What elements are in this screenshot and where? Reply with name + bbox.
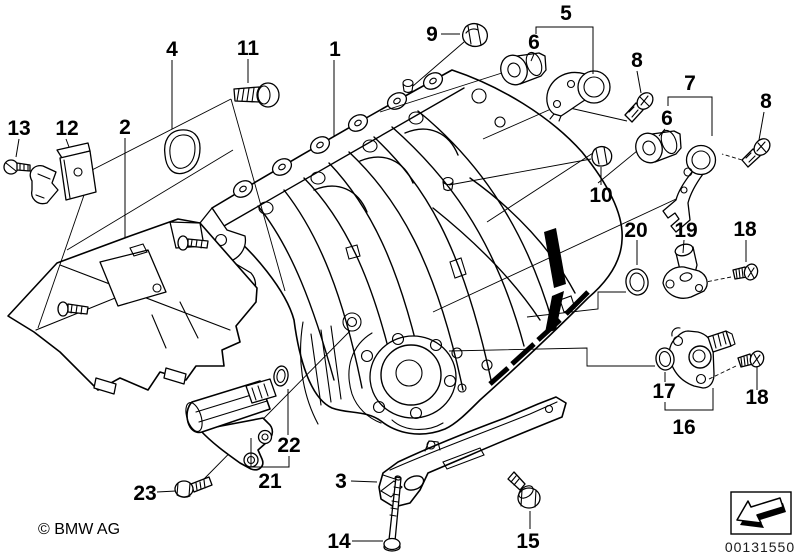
part-8-screw xyxy=(741,138,771,168)
callout-17[interactable]: 17 xyxy=(652,380,675,403)
manifold-flange xyxy=(223,87,465,227)
direction-arrow-icon xyxy=(730,491,792,535)
shading xyxy=(488,228,590,386)
throttle-body xyxy=(342,312,493,430)
part-16-sensor xyxy=(668,327,736,389)
callout-9[interactable]: 9 xyxy=(426,23,438,46)
part-12-bracket xyxy=(29,142,97,205)
part-18-screw xyxy=(737,350,765,368)
callout-23[interactable]: 23 xyxy=(133,482,156,505)
part-7-holder xyxy=(662,144,717,233)
callout-5[interactable]: 5 xyxy=(560,2,572,25)
part-10-cap-nut xyxy=(591,145,613,167)
callout-11[interactable]: 11 xyxy=(237,37,260,60)
flange-bosses xyxy=(232,72,506,215)
part-5-holder xyxy=(546,70,611,122)
part-6-rubber-mount xyxy=(500,51,547,86)
callout-8[interactable]: 8 xyxy=(760,90,772,113)
part-11-bolt xyxy=(233,82,280,108)
callout-3[interactable]: 3 xyxy=(335,470,347,493)
part-14-bolt xyxy=(383,475,402,552)
part-21-actuator xyxy=(185,378,277,471)
part-17-o-ring xyxy=(655,347,675,371)
part-2-support-bracket xyxy=(7,218,258,395)
callout-2[interactable]: 2 xyxy=(119,116,131,139)
image-number: 00131550 xyxy=(725,539,795,555)
callout-18[interactable]: 18 xyxy=(733,218,757,241)
part-13-screw xyxy=(3,159,31,175)
part-18-screw xyxy=(732,263,759,281)
part-23-bolt xyxy=(174,476,213,498)
part-6-rubber-mount xyxy=(635,129,682,164)
part-4-gasket xyxy=(163,129,201,175)
callout-15[interactable]: 15 xyxy=(516,530,540,553)
part-8-screw xyxy=(624,92,654,123)
part-22-o-ring xyxy=(273,365,289,387)
part-15-bolt xyxy=(507,471,541,509)
callout-18[interactable]: 18 xyxy=(745,386,769,409)
callout-22[interactable]: 22 xyxy=(277,434,300,457)
callout-16[interactable]: 16 xyxy=(672,416,695,439)
callout-7[interactable]: 7 xyxy=(684,72,696,95)
part-1-intake-manifold xyxy=(195,69,623,435)
callout-8[interactable]: 8 xyxy=(631,49,643,72)
part-19-valve xyxy=(662,243,708,299)
manifold-ribs xyxy=(299,321,342,425)
callout-6[interactable]: 6 xyxy=(528,31,540,54)
callout-leader-lines xyxy=(15,26,765,542)
callout-1[interactable]: 1 xyxy=(329,38,341,61)
callout-12[interactable]: 12 xyxy=(55,117,78,140)
stud-boss xyxy=(402,78,454,192)
part-3-bracket xyxy=(378,396,567,508)
callout-10[interactable]: 10 xyxy=(589,184,612,207)
part-20-o-ring xyxy=(625,268,649,296)
bracket-stud xyxy=(57,235,209,317)
copyright-text: © BMW AG xyxy=(38,521,120,538)
callout-4[interactable]: 4 xyxy=(166,38,178,61)
callout-6[interactable]: 6 xyxy=(661,107,673,130)
part-9-cap-nut xyxy=(462,23,488,48)
callout-20[interactable]: 20 xyxy=(624,219,647,242)
callout-21[interactable]: 21 xyxy=(258,470,282,493)
callout-14[interactable]: 14 xyxy=(327,530,351,553)
callout-13[interactable]: 13 xyxy=(7,117,30,140)
callout-19[interactable]: 19 xyxy=(674,219,697,242)
